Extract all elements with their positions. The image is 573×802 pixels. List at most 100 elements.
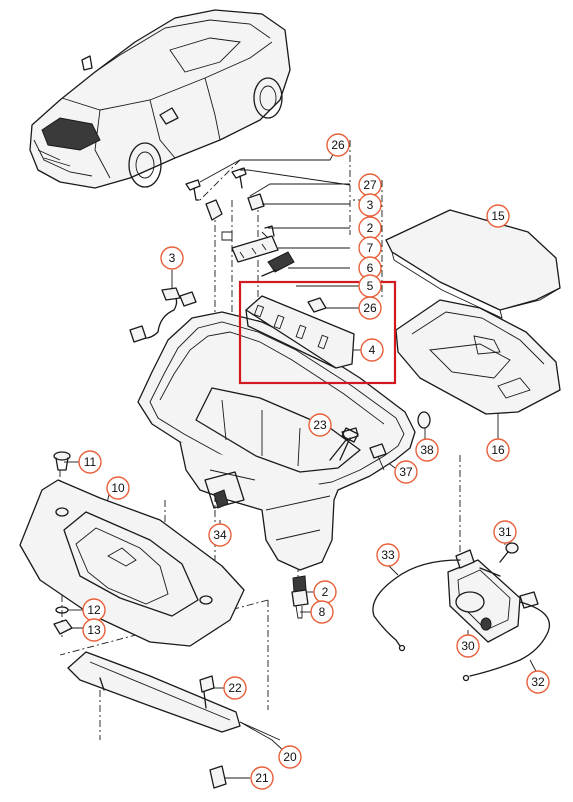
screw-31 bbox=[499, 542, 519, 563]
callout-label: 7 bbox=[367, 241, 374, 255]
callout-ring bbox=[486, 438, 510, 462]
callout-label: 2 bbox=[322, 585, 329, 599]
callout-label: 8 bbox=[319, 605, 326, 619]
callout-ring bbox=[526, 670, 550, 694]
callout-ring bbox=[78, 450, 102, 474]
callout-label: 26 bbox=[363, 301, 377, 315]
callout-ring bbox=[160, 246, 184, 270]
trim-panel-10 bbox=[19, 479, 245, 647]
callout-ring bbox=[106, 476, 130, 500]
wiring-33-32 bbox=[372, 559, 550, 682]
luggage-lamp-30 bbox=[447, 549, 539, 643]
callout-33: 33 bbox=[376, 543, 400, 567]
callout-13: 13 bbox=[82, 618, 106, 642]
callout-label: 20 bbox=[283, 750, 297, 764]
callout-label: 37 bbox=[399, 465, 413, 479]
callout-label: 27 bbox=[363, 178, 377, 192]
callout-7: 7 bbox=[358, 236, 382, 260]
foam-insert-16 bbox=[395, 299, 561, 415]
callout-ring bbox=[376, 543, 400, 567]
callout-4: 4 bbox=[360, 338, 384, 362]
callout-ring bbox=[456, 634, 480, 658]
callout-label: 23 bbox=[313, 418, 327, 432]
callout-26-top: 26 bbox=[326, 133, 350, 157]
callout-ring bbox=[493, 520, 517, 544]
callout-ring bbox=[486, 204, 510, 228]
cover-panel-4 bbox=[245, 295, 355, 369]
callout-21: 21 bbox=[250, 766, 274, 790]
hinge-hardware-group bbox=[185, 167, 295, 277]
callout-label: 26 bbox=[331, 138, 345, 152]
callout-label: 3 bbox=[169, 251, 176, 265]
callout-12: 12 bbox=[82, 598, 106, 622]
callout-5: 5 bbox=[358, 274, 382, 298]
callout-label: 34 bbox=[213, 528, 227, 542]
callout-31: 31 bbox=[493, 520, 517, 544]
callout-34: 34 bbox=[208, 523, 232, 547]
callout-20: 20 bbox=[278, 745, 302, 769]
callout-15: 15 bbox=[486, 204, 510, 228]
callout-ring bbox=[250, 766, 274, 790]
trunk-mat-15 bbox=[385, 209, 561, 319]
callout-label: 30 bbox=[461, 639, 475, 653]
callout-ring bbox=[358, 193, 382, 217]
callout-label: 31 bbox=[498, 525, 512, 539]
callout-ring bbox=[326, 133, 350, 157]
callout-16: 16 bbox=[486, 438, 510, 462]
callout-2-bottom: 2 bbox=[313, 580, 337, 604]
callout-label: 16 bbox=[491, 443, 505, 457]
callout-ring bbox=[82, 618, 106, 642]
callout-label: 32 bbox=[531, 675, 545, 689]
callout-23: 23 bbox=[308, 413, 332, 437]
callout-label: 12 bbox=[87, 603, 101, 617]
callout-label: 15 bbox=[491, 209, 505, 223]
callout-label: 38 bbox=[420, 443, 434, 457]
car-illustration bbox=[29, 9, 291, 189]
screw-11 bbox=[53, 451, 71, 471]
callout-ring bbox=[278, 745, 302, 769]
callout-ring bbox=[415, 438, 439, 462]
callout-32: 32 bbox=[526, 670, 550, 694]
callout-37: 37 bbox=[394, 460, 418, 484]
washer-12-nut-13 bbox=[53, 606, 73, 635]
luggage-compartment-tub bbox=[137, 311, 416, 571]
callout-ring bbox=[360, 338, 384, 362]
screw-22 bbox=[199, 675, 215, 709]
callout-2-top: 2 bbox=[358, 216, 382, 240]
callout-ring bbox=[310, 600, 334, 624]
callout-label: 33 bbox=[381, 548, 395, 562]
callout-30: 30 bbox=[456, 634, 480, 658]
callout-label: 21 bbox=[255, 771, 269, 785]
callout-label: 13 bbox=[87, 623, 101, 637]
callout-label: 6 bbox=[367, 261, 374, 275]
callout-label: 5 bbox=[367, 279, 374, 293]
highlight-box bbox=[238, 280, 397, 385]
callout-label: 3 bbox=[367, 198, 374, 212]
callout-26-box: 26 bbox=[358, 296, 382, 320]
callout-ring bbox=[223, 676, 247, 700]
callout-22: 22 bbox=[223, 676, 247, 700]
callout-ring bbox=[358, 296, 382, 320]
callout-label: 22 bbox=[228, 681, 242, 695]
sill-trim-20 bbox=[67, 651, 241, 733]
callout-3-top: 3 bbox=[358, 193, 382, 217]
callout-label: 11 bbox=[84, 455, 97, 469]
callout-27: 27 bbox=[358, 173, 382, 197]
drain-valve bbox=[291, 575, 309, 619]
callout-ring bbox=[208, 523, 232, 547]
fasteners-right bbox=[339, 411, 431, 471]
callout-38: 38 bbox=[415, 438, 439, 462]
callout-ring bbox=[394, 460, 418, 484]
callout-label: 2 bbox=[367, 221, 374, 235]
callout-10: 10 bbox=[106, 476, 130, 500]
callout-11: 11 bbox=[78, 450, 102, 474]
callout-label: 4 bbox=[369, 343, 376, 357]
callout-8: 8 bbox=[310, 600, 334, 624]
callout-3-left: 3 bbox=[160, 246, 184, 270]
callout-ring bbox=[308, 413, 332, 437]
clip-21 bbox=[209, 765, 227, 789]
callout-label: 10 bbox=[111, 481, 125, 495]
wiring-harness-upper bbox=[129, 287, 197, 343]
